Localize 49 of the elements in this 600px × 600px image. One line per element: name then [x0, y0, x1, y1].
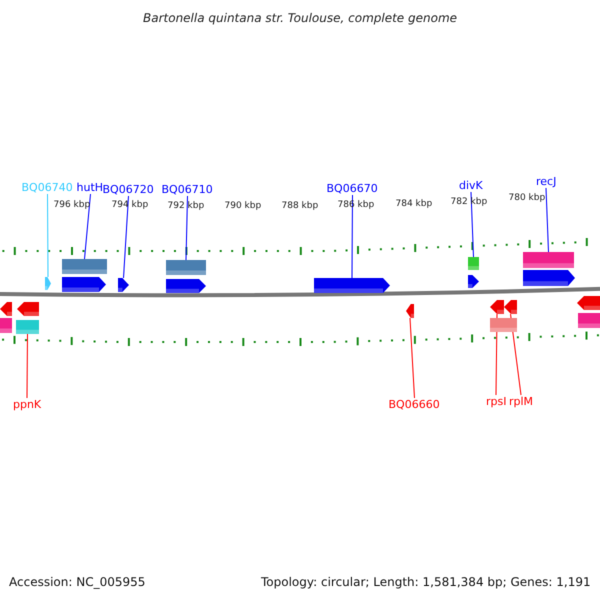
gene-feature [118, 278, 129, 292]
gene-label: recJ [536, 176, 556, 187]
scale-label: 792 kbp [168, 202, 204, 211]
gene-block [468, 257, 479, 270]
gene-feature [17, 302, 39, 316]
gene-feature [490, 300, 504, 314]
gene-feature [523, 270, 575, 286]
gene-label: hutH [76, 182, 104, 193]
leader-line [84, 194, 91, 260]
gene-block [166, 260, 206, 275]
genome-summary: Topology: circular; Length: 1,581,384 bp; Genes: 1,191 [261, 576, 591, 588]
gene-label: divK [459, 180, 483, 191]
gene-feature [504, 300, 517, 314]
scale-label: 784 kbp [396, 200, 432, 209]
gene-feature [0, 302, 12, 316]
leader-line [352, 194, 353, 278]
gene-label: BQ06720 [102, 184, 154, 195]
gene-label: rpsI [486, 396, 506, 407]
scale-label: 780 kbp [508, 194, 546, 203]
gene-block [16, 320, 39, 334]
gene-label: BQ06670 [326, 183, 378, 194]
gene-label: BQ06660 [388, 399, 440, 410]
gene-feature [166, 279, 206, 293]
leader-line [26, 334, 28, 398]
gene-feature [314, 278, 390, 293]
gene-label: BQ06740 [22, 182, 73, 193]
leader-line [470, 192, 474, 258]
gene-block [578, 313, 600, 328]
gene-block [0, 318, 12, 333]
gene-block [62, 259, 107, 274]
gene-feature [468, 275, 479, 288]
gene-feature [45, 277, 51, 290]
accession-note: Accession: NC_005955 [9, 576, 146, 588]
gene-label: rplM [509, 396, 534, 407]
title: Bartonella quintana str. Toulouse, complete genome [143, 12, 458, 24]
gene-feature [62, 277, 106, 292]
scale-label: 788 kbp [282, 202, 318, 211]
gene-feature [406, 304, 414, 318]
gene-block [490, 318, 517, 332]
leader-line [123, 196, 129, 278]
gene-feature [577, 296, 600, 310]
gene-label: ppnK [13, 399, 42, 410]
leader-line [47, 194, 48, 278]
gene-label: BQ06710 [162, 184, 213, 195]
leader-line [546, 188, 549, 252]
leader-line [186, 196, 188, 260]
leader-line [410, 318, 415, 398]
gene-block [523, 252, 574, 268]
scale-label: 790 kbp [224, 202, 262, 211]
